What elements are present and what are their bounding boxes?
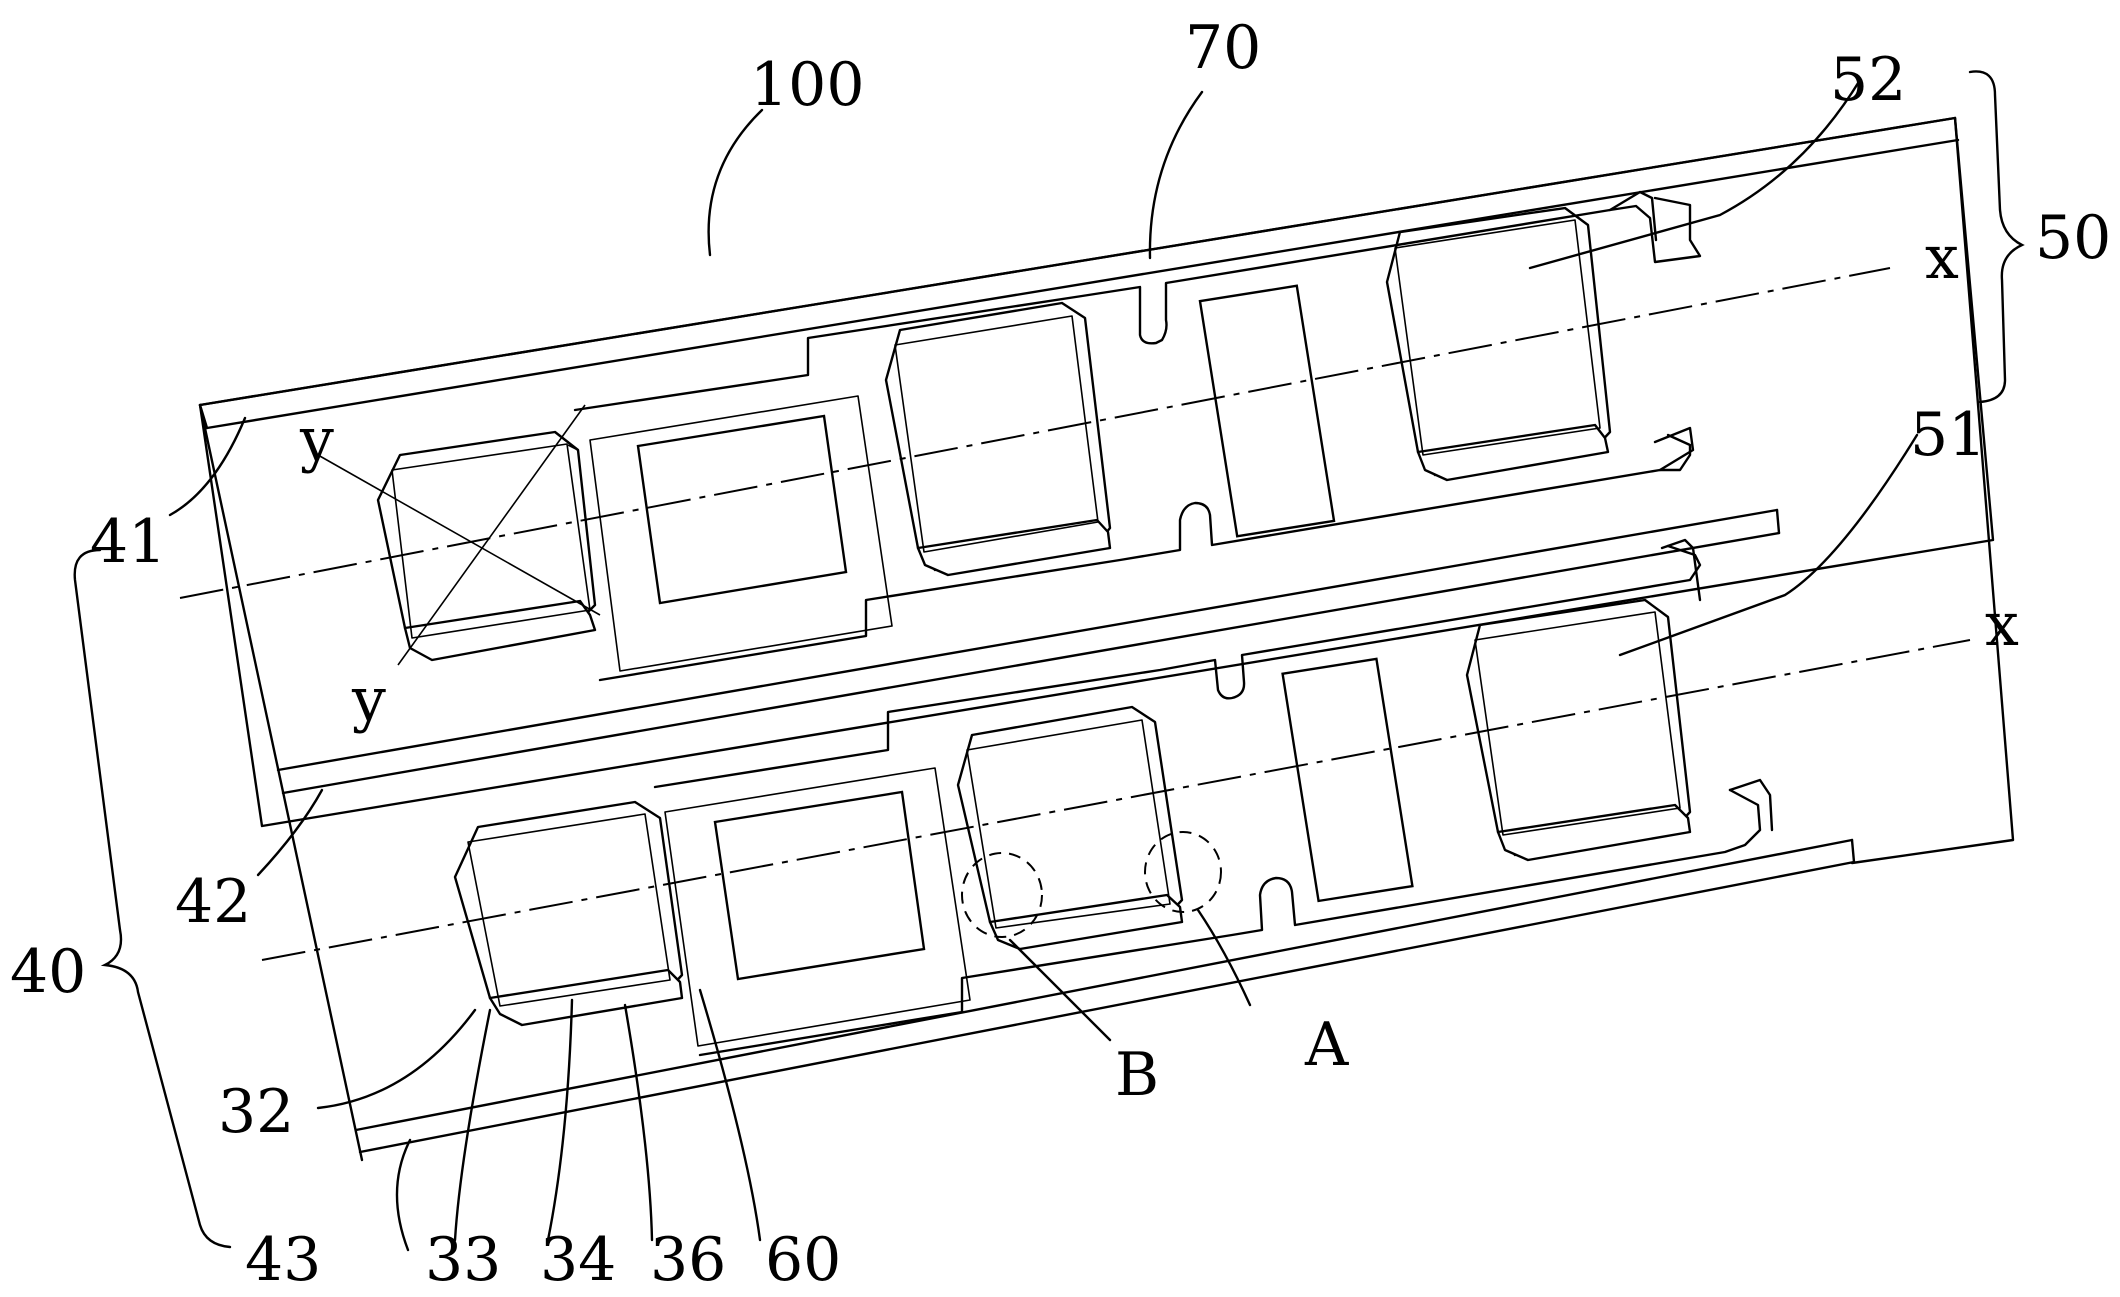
label-34: 34: [540, 1225, 616, 1292]
upper-strip-52: [573, 190, 1702, 682]
upper-pocket-2: [884, 301, 1112, 577]
upper-pocket-3: [1385, 206, 1612, 482]
label-60: 60: [765, 1225, 841, 1292]
label-70: 70: [1185, 13, 1261, 83]
center-axes: [179, 267, 1971, 961]
label-A: A: [1304, 1010, 1349, 1080]
label-52: 52: [1830, 45, 1906, 115]
lower-strip-51: [653, 538, 1774, 1057]
label-51: 51: [1910, 400, 1986, 470]
label-B: B: [1115, 1040, 1159, 1110]
leader-lines: [73, 70, 2025, 1252]
label-40: 40: [10, 937, 86, 1007]
label-33: 33: [425, 1225, 501, 1292]
label-50: 50: [2035, 203, 2111, 273]
carrier-plate: [198, 116, 2015, 1162]
label-32: 32: [218, 1077, 294, 1147]
detail-circles: [961, 831, 1222, 938]
label-x-bottom: x: [1985, 590, 2019, 660]
label-42: 42: [175, 867, 251, 937]
label-y-top: y: [299, 405, 334, 475]
label-100: 100: [750, 50, 865, 120]
lower-pocket-1: [453, 800, 684, 1027]
label-43: 43: [245, 1225, 321, 1292]
upper-pocket-1: [376, 430, 597, 662]
label-y-bottom: y: [351, 665, 386, 735]
label-36: 36: [650, 1225, 726, 1292]
reference-labels: 100 70 52 50 51 x x y y 41 42 40 32 43 3…: [10, 13, 2111, 1295]
label-41: 41: [90, 507, 166, 577]
lower-pocket-3: [1465, 598, 1692, 862]
lower-pocket-2: [956, 705, 1184, 951]
label-x-top: x: [1925, 223, 1959, 293]
